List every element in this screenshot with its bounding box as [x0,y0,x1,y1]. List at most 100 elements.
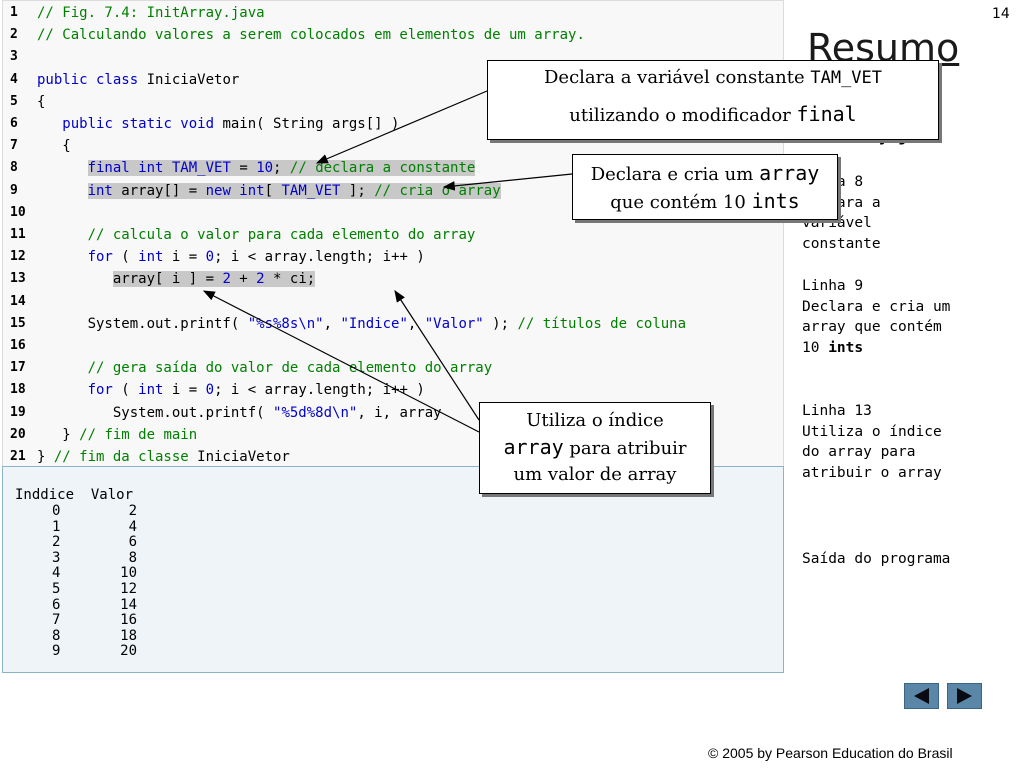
copyright-footer: © 2005 by Pearson Education do Brasil [708,745,953,761]
callout-array-creation: Declara e cria um array que contém 10 in… [572,154,838,220]
code-text: // Calculando valores a serem colocados … [37,24,585,46]
line-number: 5 [10,93,18,109]
line-number: 21 [10,449,26,464]
line-number: 17 [10,360,26,376]
code-token: { [37,93,46,110]
note-text-part: 10 [802,339,829,356]
line-number: 12 [10,249,26,265]
output-value: 16 [120,612,137,629]
note-text: constante [802,235,881,252]
callout-text: que contém 10 [610,192,752,213]
callout-text: utilizando o modificador [569,105,797,126]
line-number: 7 [10,138,18,154]
code-text: for ( int i = 0; i < array.length; i++ ) [37,246,425,268]
code-token: // calcula o valor para cada elemento do… [87,227,476,243]
code-token: new int [205,182,265,199]
callout-array-index: Utiliza o índice array para atribuir um … [479,402,711,494]
code-token: i = [163,249,206,266]
callout-text: Declara a variável constante [543,67,811,88]
code-token: 0 [205,249,215,266]
output-index: 5 [52,581,61,597]
code-token: = [230,160,257,177]
code-token: , [408,316,425,332]
code-text: // calcula o valor para cada elemento do… [37,224,476,246]
code-text: public static void main( String args[] ) [37,113,399,135]
line-number: 19 [10,404,26,420]
line-number: 2 [10,27,18,43]
code-token: } [37,426,80,443]
code-token: for [87,382,113,399]
line-number: 1 [10,5,18,20]
code-token: 10 [256,160,274,177]
line-number: 10 [10,204,26,220]
code-token: public class [37,71,139,88]
callout-constant: Declara a variável constante TAM_VET uti… [487,60,939,140]
callout-text: um valor de array [513,464,677,485]
output-index: 8 [52,627,61,644]
line-number: 11 [10,227,26,242]
line-number: 6 [10,116,18,131]
callout-code: TAM_VET [810,68,883,88]
code-token: + [230,271,257,288]
output-value: 4 [128,518,137,535]
output-header: Inddice Valor [15,487,134,503]
note-text: Utiliza o índice [802,423,942,440]
code-token: ); [483,315,518,332]
right-arrow-icon [957,688,972,704]
line-number: 18 [10,382,26,398]
line-number: 16 [10,338,26,353]
code-token: IniciaVetor [188,449,290,465]
next-slide-button[interactable] [947,683,982,709]
code-token: ; [273,160,290,177]
output-value: 12 [120,581,137,597]
code-token: ]; [340,182,375,199]
note-heading: Linha 9 [802,278,864,294]
note-text: Declara e cria um [802,298,951,315]
code-token: ; i < array.length; i++ ) [214,249,425,266]
code-token: // gera saída do valor de cada elemento … [87,360,493,377]
code-token: [ [264,182,282,199]
code-token: System.out.printf( [37,404,274,421]
code-token: // títulos de coluna [517,315,687,332]
note-text: Saída do programa [802,551,951,567]
code-token: // cria o array [374,182,501,199]
callout-code: ints [751,189,800,213]
code-token: * ci; [264,271,316,288]
code-token: i = [163,382,206,399]
code-token: 0 [205,382,215,399]
output-index: 2 [52,534,61,551]
output-value: 10 [120,565,137,582]
code-token: public static void [62,116,215,132]
output-value: 14 [120,596,137,613]
output-value: 20 [120,643,137,660]
output-value: 8 [128,549,137,566]
code-token: "Indice" [340,315,408,332]
code-token: "%s%8s\n" [247,315,324,332]
output-value: 18 [120,627,137,644]
code-token: "%5d%8d\n" [273,404,358,421]
output-index: 0 [52,503,61,519]
output-index: 1 [52,518,61,535]
code-token [163,160,172,177]
note-text: array que contém [802,319,942,335]
code-token: , [323,315,341,332]
code-token: array[] = [112,182,206,199]
prev-slide-button[interactable] [904,683,939,709]
callout-code: final [796,102,857,126]
line-number: 15 [10,315,26,331]
code-token: IniciaVetor [138,71,240,88]
code-token: // declara a constante [289,160,476,177]
page-number: 14 [992,6,1010,22]
code-token: TAM_VET [171,160,231,177]
code-token: for [87,249,113,266]
output-index: 9 [52,643,61,660]
code-token: int [87,182,113,199]
note-text: do array para [802,444,916,460]
callout-text: Declara e cria um [590,164,760,185]
arrow-to-line-13-left [202,290,480,433]
line-number: 8 [10,160,18,176]
callout-text: Utiliza o índice [526,410,664,431]
arrow-to-line-13-right [394,289,480,421]
